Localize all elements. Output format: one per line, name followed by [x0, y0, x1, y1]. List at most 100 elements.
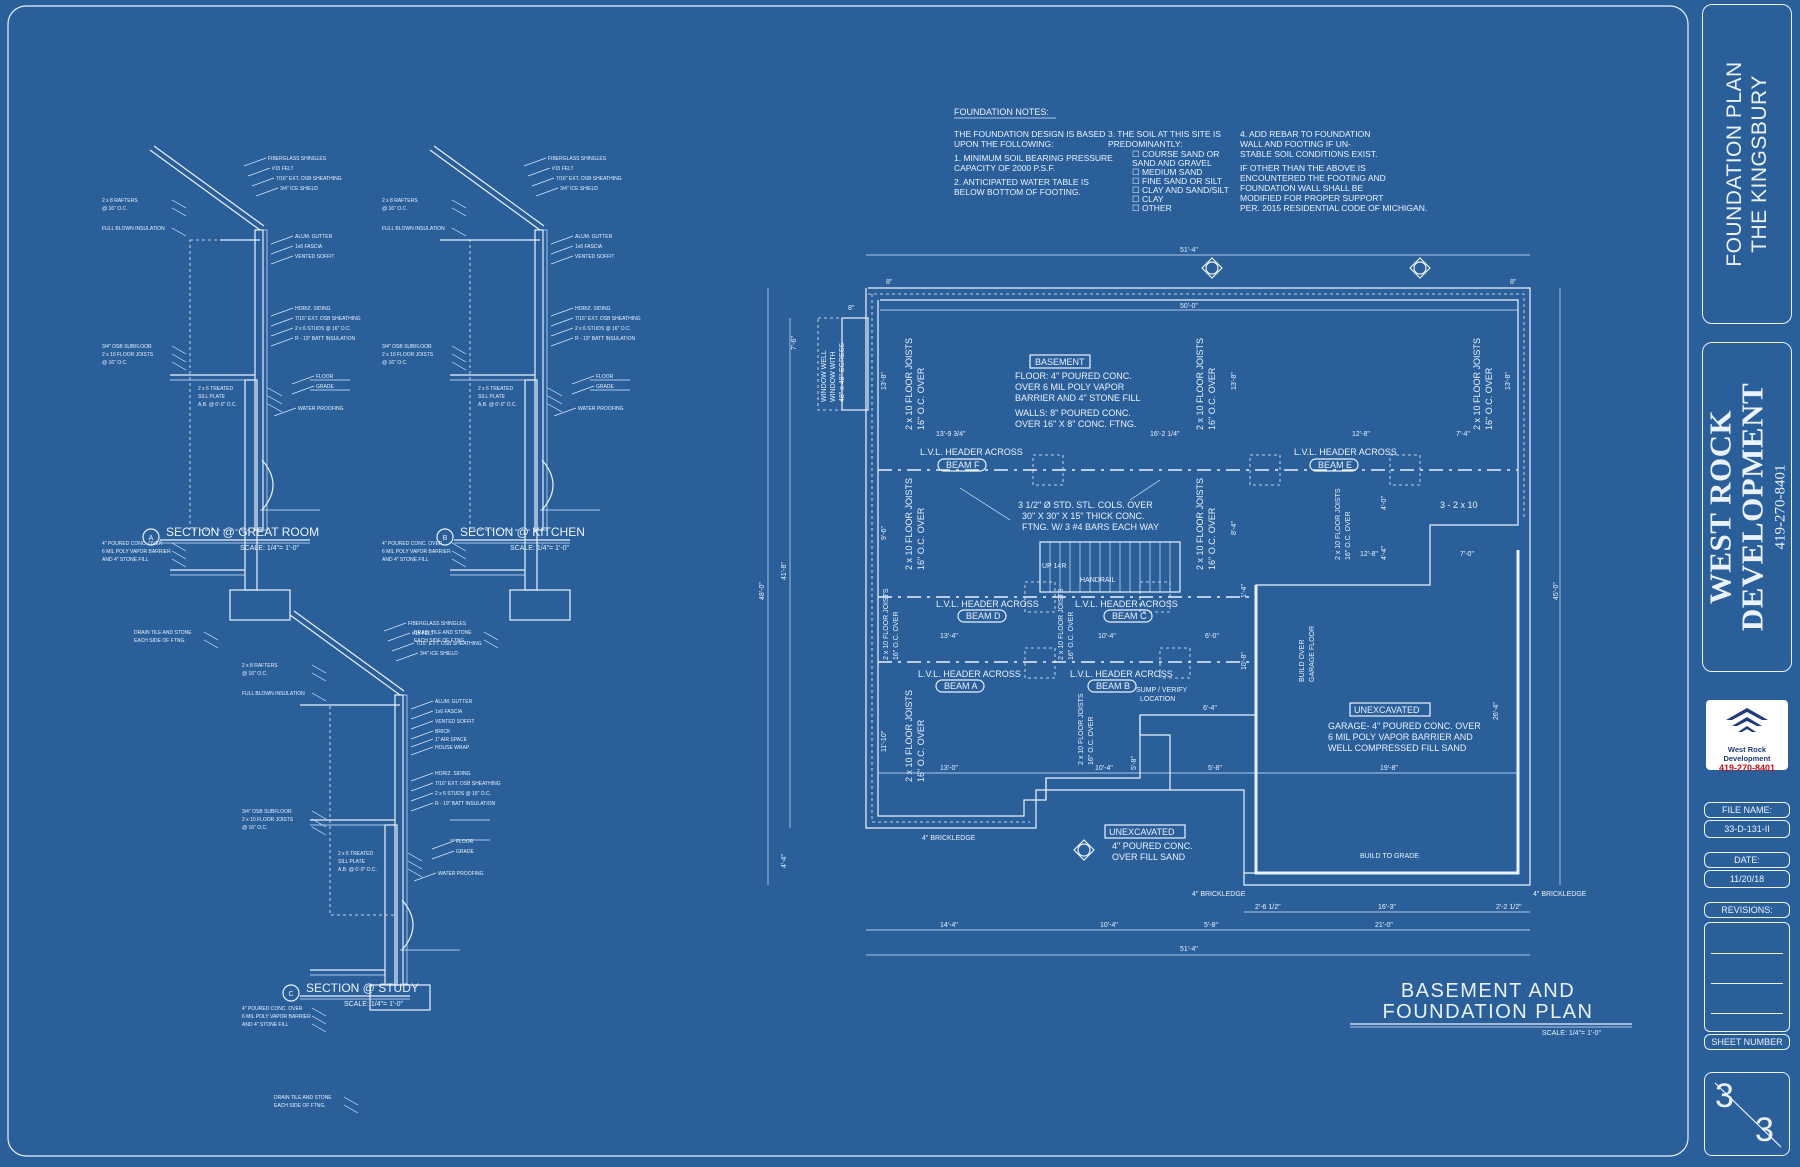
- svg-text:SCALE: 1/4"= 1'-0": SCALE: 1/4"= 1'-0": [510, 545, 570, 552]
- file-name-field: FILE NAME: 33-D-131-II: [1704, 802, 1790, 838]
- svg-text:6'-0": 6'-0": [1205, 633, 1219, 640]
- section-label: 1x6 FASCIA: [295, 244, 323, 250]
- section-label: @ 16" O.C.: [382, 360, 407, 366]
- svg-text:L.V.L. HEADER ACROSS: L.V.L. HEADER ACROSS: [1294, 447, 1397, 457]
- svg-text:51'-4": 51'-4": [1180, 946, 1198, 953]
- svg-text:FOUNDATION PLAN: FOUNDATION PLAN: [1382, 1001, 1593, 1023]
- svg-text:4" POURED CONC.: 4" POURED CONC.: [1112, 841, 1193, 851]
- column-note: 3 1/2" Ø STD. STL. COLS. OVER 30" X 30" …: [959, 479, 1161, 532]
- joist-labels: 2 x 10 FLOOR JOISTS 16" O.C. OVER 2 x 10…: [883, 338, 1494, 782]
- svg-text:L.V.L. HEADER ACROSS: L.V.L. HEADER ACROSS: [920, 447, 1023, 457]
- svg-text:BEAM F: BEAM F: [946, 460, 980, 470]
- section-label: FLOOR: [316, 374, 334, 380]
- svg-text:16" O.C. OVER: 16" O.C. OVER: [893, 612, 900, 660]
- section-label: GRADE: [456, 849, 474, 855]
- svg-text:16" O.C. OVER: 16" O.C. OVER: [916, 507, 926, 570]
- section-label: #15 FELT: [552, 166, 574, 172]
- foundation-plan: UP 14R HANDRAIL WINDOW WELL WINDOW WITH …: [759, 247, 1632, 1037]
- svg-text:16" O.C. OVER: 16" O.C. OVER: [916, 367, 926, 430]
- svg-text:16" O.C. OVER: 16" O.C. OVER: [1088, 717, 1095, 765]
- notes-column-3: 4. ADD REBAR TO FOUNDATION WALL AND FOOT…: [1240, 129, 1427, 213]
- section-label: 6 MIL POLY VAPOR BARRIER: [102, 549, 171, 555]
- section-label: #15 FELT: [272, 166, 294, 172]
- section-label: FLOOR: [456, 839, 474, 845]
- section-label: FULL BLOWN INSULATION: [102, 226, 165, 232]
- svg-text:BASEMENT: BASEMENT: [1035, 357, 1085, 367]
- section-title-b: B SECTION @ KITCHEN SCALE: 1/4"= 1'-0": [436, 525, 585, 552]
- section-label: 2 x 6 TREATED: [478, 386, 513, 392]
- notes-column-1: THE FOUNDATION DESIGN IS BASED UPON THE …: [954, 129, 1113, 197]
- svg-text:WINDOW WELL: WINDOW WELL: [821, 350, 828, 402]
- svg-text:4. ADD REBAR TO FOUNDATION: 4. ADD REBAR TO FOUNDATION: [1240, 129, 1370, 139]
- svg-text:13'-4": 13'-4": [940, 633, 958, 640]
- section-label: HORIZ. SIDING: [435, 771, 471, 777]
- svg-text:48'-0": 48'-0": [759, 582, 766, 600]
- section-label: WATER PROOFING: [438, 871, 484, 877]
- svg-text:SCALE: 1/4"= 1'-0": SCALE: 1/4"= 1'-0": [344, 1001, 404, 1008]
- section-label: @ 16" O.C.: [242, 825, 267, 831]
- column-footings: [1024, 454, 1421, 679]
- svg-text:16'-2 1/4": 16'-2 1/4": [1150, 431, 1180, 438]
- svg-text:L.V.L. HEADER ACROSS: L.V.L. HEADER ACROSS: [918, 669, 1021, 679]
- section-label: EACH SIDE OF FTNG.: [274, 1103, 326, 1109]
- svg-text:16" O.C. OVER: 16" O.C. OVER: [1207, 507, 1217, 570]
- section-label: 7/16" EXT. OSB SHEATHING: [276, 176, 342, 182]
- svg-text:SECTION @ STUDY: SECTION @ STUDY: [306, 981, 419, 995]
- section-label: 7/16" EXT. OSB SHEATHING: [556, 176, 622, 182]
- svg-text:2. ANTICIPATED WATER TABLE I: 2. ANTICIPATED WATER TABLE IS: [954, 177, 1089, 187]
- section-markers: [1073, 257, 1431, 861]
- section-label: 3/4" OSB SUBFLOOR: [102, 344, 152, 350]
- svg-text:LOCATION: LOCATION: [1140, 696, 1175, 703]
- project-line-1: FOUNDATION PLAN: [1723, 61, 1746, 267]
- svg-text:11'-10": 11'-10": [881, 730, 888, 752]
- svg-text:5'-8": 5'-8": [1131, 756, 1138, 770]
- svg-text:2 x 10 FLOOR JOISTS: 2 x 10 FLOOR JOISTS: [904, 690, 914, 782]
- section-label: 7/16" EXT. OSB SHEATHING: [295, 316, 361, 322]
- notes-heading: FOUNDATION NOTES:: [954, 107, 1049, 117]
- section-label: VENTED SOFFIT: [295, 254, 334, 260]
- notes-column-2: 3. THE SOIL AT THIS SITE IS PREDOMINANTL…: [1108, 129, 1229, 213]
- svg-text:2 x 10 FLOOR JOISTS: 2 x 10 FLOOR JOISTS: [904, 338, 914, 430]
- basement-label: BASEMENT FLOOR: 4" POURED CONC. OVER 6 M…: [1015, 354, 1141, 429]
- svg-text:FOUNDATION WALL SHALL BE: FOUNDATION WALL SHALL BE: [1240, 183, 1363, 193]
- sheet-number-box: 3 3: [1704, 1072, 1790, 1156]
- svg-text:6'-4": 6'-4": [1203, 705, 1217, 712]
- section-label: HORIZ. SIDING: [575, 306, 611, 312]
- svg-text:GARAGE FLOOR: GARAGE FLOOR: [1309, 626, 1316, 682]
- section-label: @ 16" O.C.: [102, 206, 127, 212]
- svg-text:BELOW BOTTOM OF FOOTING.: BELOW BOTTOM OF FOOTING.: [954, 187, 1081, 197]
- svg-text:8": 8": [1510, 279, 1517, 286]
- svg-text:1. MINIMUM SOIL BEARING PRES: 1. MINIMUM SOIL BEARING PRESSURE: [954, 153, 1113, 163]
- title-block: FOUNDATION PLAN THE KINGSBURY WEST ROCK …: [1696, 0, 1800, 1162]
- section-kitchen: FIBERGLASS SHINGLES #15 FELT 7/16" EXT. OS…: [382, 145, 641, 649]
- section-label: FIBERGLASS SHINGLES: [408, 621, 467, 627]
- date-value: 11/20/18: [1704, 870, 1790, 888]
- company-name-2: DEVELOPMENT: [1734, 382, 1770, 632]
- date-field: DATE: 11/20/18: [1704, 852, 1790, 888]
- svg-text:8": 8": [886, 279, 893, 286]
- svg-text:L.V.L. HEADER ACROSS: L.V.L. HEADER ACROSS: [1075, 599, 1178, 609]
- svg-text:SECTION @ GREAT ROOM: SECTION @ GREAT ROOM: [166, 525, 319, 539]
- svg-text:L.V.L. HEADER ACROSS: L.V.L. HEADER ACROSS: [1070, 669, 1173, 679]
- foundation-wall-outer: [865, 287, 1531, 886]
- section-label: 2 x 8 RAFTERS: [102, 198, 138, 204]
- section-label: 3/4" ICE SHIELD: [560, 186, 598, 192]
- foundation-notes: FOUNDATION NOTES: THE FOUNDATION DESIGN …: [954, 107, 1427, 213]
- svg-text:WALLS: 8" POURED CONC.: WALLS: 8" POURED CONC.: [1015, 408, 1131, 418]
- section-label: 1" AIR SPACE: [435, 737, 468, 743]
- svg-text:OVER 16" X 8" CONC. FTNG.: OVER 16" X 8" CONC. FTNG.: [1015, 419, 1136, 429]
- svg-text:48" x 48" EGRESS: 48" x 48" EGRESS: [839, 343, 846, 402]
- section-title-c: C SECTION @ STUDY SCALE: 1/4"= 1'-0": [282, 981, 419, 1008]
- svg-text:☐ FINE SAND OR SILT: ☐ FINE SAND OR SILT: [1132, 176, 1222, 186]
- section-label: 2 x 10 FLOOR JOISTS: [382, 352, 434, 358]
- svg-text:7'-6": 7'-6": [791, 336, 798, 350]
- svg-text:☐ CLAY AND SAND/SILT: ☐ CLAY AND SAND/SILT: [1132, 185, 1229, 195]
- svg-text:30" X 30" X 15" THICK CONC.: 30" X 30" X 15" THICK CONC.: [1022, 511, 1144, 521]
- svg-text:BEAM B: BEAM B: [1096, 681, 1130, 691]
- svg-text:4'-0": 4'-0": [1381, 496, 1388, 510]
- section-label: FIBERGLASS SHINGLES: [548, 156, 607, 162]
- svg-text:UNEXCAVATED: UNEXCAVATED: [1354, 705, 1420, 715]
- svg-text:13'-8": 13'-8": [1231, 372, 1238, 390]
